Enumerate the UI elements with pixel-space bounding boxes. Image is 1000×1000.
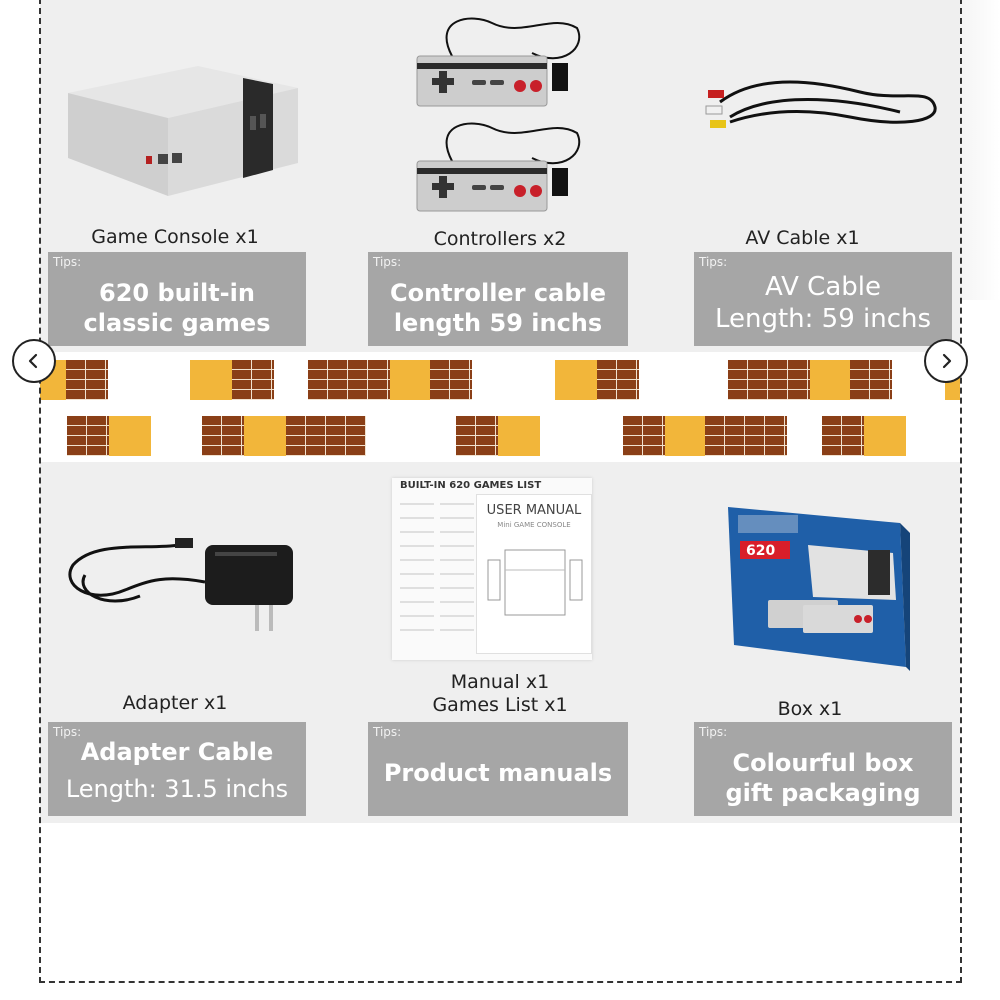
brick-block <box>810 360 850 400</box>
tips-line-1: Adapter Cable <box>80 738 274 766</box>
tips-line-2: Length: 59 inchs <box>714 304 932 334</box>
brick-block <box>190 360 232 400</box>
tips-line-1: Product manuals <box>383 759 613 787</box>
controllers-image <box>416 17 581 212</box>
manual-image: BUILT-IN 620 GAMES LIST USER MANUAL Mini… <box>392 478 592 660</box>
brick-band <box>40 352 960 462</box>
brick-block <box>665 416 705 456</box>
tips-line-2: gift packaging <box>725 779 921 807</box>
tips-adapter: Tips: Adapter Cable Length: 31.5 inchs <box>48 722 306 816</box>
brick-block <box>66 360 108 400</box>
brick-block <box>822 416 864 456</box>
brick-block <box>67 416 109 456</box>
brick-block <box>232 360 274 400</box>
dashed-frame <box>39 0 962 983</box>
tips-game-console: Tips: 620 built-in classic games <box>48 252 306 346</box>
tips-line-1: Colourful box <box>732 749 914 777</box>
caption-manual: Manual x1 <box>450 671 550 693</box>
product-contents-image: Game Console x1 Controllers x2 AV Cable … <box>40 0 960 823</box>
caption-game-console: Game Console x1 <box>91 226 259 248</box>
caption-box: Box x1 <box>777 698 843 720</box>
box-image: 620 <box>728 507 910 671</box>
games-list-lines <box>400 503 474 631</box>
brick-block <box>623 416 665 456</box>
user-manual-title: USER MANUAL <box>486 503 582 518</box>
tips-line-1: Controller cable <box>389 279 606 307</box>
tips-line-1: AV Cable <box>765 272 881 302</box>
caption-av-cable: AV Cable x1 <box>745 227 860 249</box>
console-diagram <box>487 549 583 616</box>
tips-line-1: 620 built-in <box>99 279 255 307</box>
caption-adapter: Adapter x1 <box>122 692 228 714</box>
tips-line-2: classic games <box>83 309 271 337</box>
chevron-left-icon <box>28 353 38 369</box>
next-slide-button[interactable] <box>924 339 968 383</box>
tips-box: Tips: Colourful box gift packaging <box>694 722 952 816</box>
tips-controllers: Tips: Controller cable length 59 inchs <box>368 252 628 346</box>
tips-line-2: length 59 inchs <box>393 309 603 337</box>
brick-block <box>390 360 430 400</box>
prev-slide-button[interactable] <box>12 339 56 383</box>
brick-block <box>308 360 390 400</box>
brick-block <box>705 416 787 456</box>
tips-line-2: Length: 31.5 inchs <box>65 775 289 803</box>
caption-controllers: Controllers x2 <box>433 228 567 250</box>
adapter-image <box>68 538 293 631</box>
game-console-image <box>68 66 298 196</box>
brick-block <box>850 360 892 400</box>
brick-block <box>109 416 151 456</box>
brick-block <box>244 416 286 456</box>
brick-block <box>202 416 244 456</box>
tips-label: Tips: <box>699 725 728 739</box>
av-cable-image <box>705 80 937 128</box>
brick-block <box>456 416 498 456</box>
brick-block <box>286 416 366 456</box>
tips-label: Tips: <box>373 255 402 269</box>
caption-games-list: Games List x1 <box>432 694 568 716</box>
tips-label: Tips: <box>53 255 82 269</box>
brick-block <box>430 360 472 400</box>
user-manual-subtitle: Mini GAME CONSOLE <box>497 521 571 529</box>
chevron-right-icon <box>942 353 952 369</box>
brick-block <box>728 360 810 400</box>
right-edge-fade <box>960 0 1000 300</box>
tips-av-cable: Tips: AV Cable Length: 59 inchs <box>694 252 952 346</box>
user-manual-page: USER MANUAL Mini GAME CONSOLE <box>476 494 592 654</box>
brick-block <box>864 416 906 456</box>
box-count-text: 620 <box>746 543 775 559</box>
brick-block <box>498 416 540 456</box>
tips-label: Tips: <box>373 725 402 739</box>
tips-label: Tips: <box>53 725 82 739</box>
games-list-title: BUILT-IN 620 GAMES LIST <box>400 480 542 491</box>
brick-block <box>597 360 639 400</box>
tips-manual: Tips: Product manuals <box>368 722 628 816</box>
brick-block <box>555 360 597 400</box>
tips-label: Tips: <box>699 255 728 269</box>
